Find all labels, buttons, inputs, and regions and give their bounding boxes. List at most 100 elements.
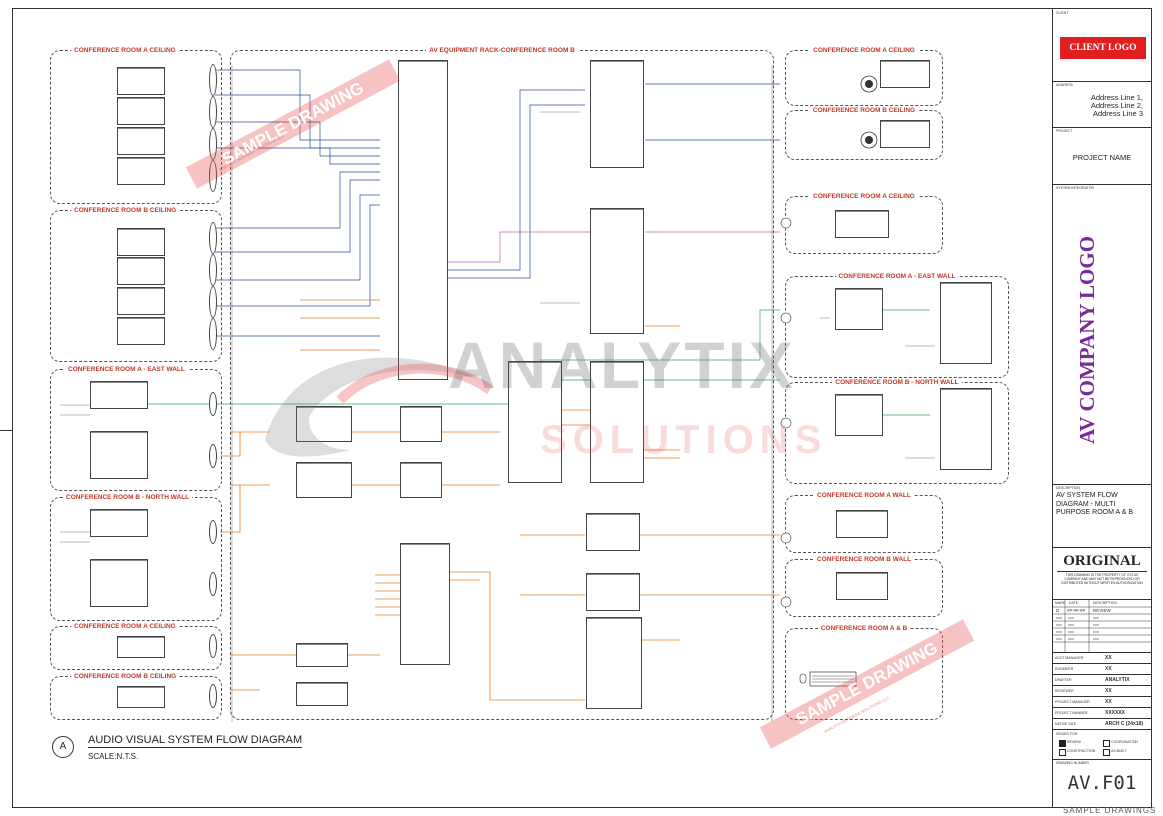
ceiling-mic-block — [117, 317, 165, 345]
zone-cra-ceiling: CONFERENCE ROOM A CEILING — [50, 47, 222, 204]
project-label: PROJECT — [1056, 129, 1073, 133]
rev-grid — [1053, 600, 1151, 652]
rev-cell: ##-##-## — [1067, 608, 1086, 613]
issued-option-label: AS BUILT — [1111, 749, 1127, 753]
diagram-marker-text: A — [59, 741, 67, 752]
jack-icon — [780, 217, 792, 229]
zone-label: CONFERENCE ROOM A CEILING — [786, 191, 942, 202]
hdbt-transmitter-block — [90, 509, 148, 537]
zone-crb-wall-panel: CONFERENCE ROOM B WALL — [785, 556, 943, 617]
issued-option-label: COORDINATION — [1111, 740, 1138, 744]
zone-label: CONFERENCE ROOM A CEILING — [51, 621, 221, 632]
display-block — [940, 388, 992, 470]
wallplate-block — [90, 431, 148, 479]
field-value: XX — [1105, 699, 1112, 705]
ceiling-mic-block — [117, 97, 165, 125]
speaker-icon — [865, 136, 873, 144]
checkbox-icon — [1103, 749, 1110, 756]
checkbox-checked-icon — [1059, 740, 1066, 747]
hdbt-receiver-block — [296, 462, 352, 498]
checkbox-icon — [1059, 749, 1066, 756]
wall-jack — [209, 392, 217, 416]
rev-header: DESCRIPTION — [1093, 601, 1117, 605]
logo-sub-text: SOLUTIONS — [540, 418, 828, 462]
wall-jack — [209, 318, 217, 350]
divider — [1053, 184, 1151, 185]
ceiling-mic-block — [117, 228, 165, 256]
system-integrator-label: SYSTEM INTEGRATOR — [1056, 186, 1094, 190]
access-point-block — [117, 636, 165, 658]
zone-label: CONFERENCE ROOM A CEILING — [51, 45, 221, 56]
wall-jack — [209, 286, 217, 318]
zone-crb-north-wall-display: CONFERENCE ROOM B - NORTH WALL — [785, 379, 1009, 484]
zone-cra-ceiling-speakers: CONFERENCE ROOM A CEILING — [785, 47, 943, 106]
zone-cra-wall-panel: CONFERENCE ROOM A WALL — [785, 492, 943, 553]
address-line: Address Line 2, — [1090, 101, 1143, 110]
dsp-processor-block — [398, 60, 448, 380]
zone-label: CONFERENCE ROOM B CEILING — [51, 671, 221, 682]
stamp-note: THIS DRAWING IS THE PROPERTY OF XYZ AV C… — [1061, 573, 1143, 586]
zone-label: CONFERENCE ROOM A WALL — [786, 490, 942, 501]
field-label: NATIVE SIZE — [1055, 722, 1077, 726]
client-logo: CLIENT LOGO — [1060, 37, 1146, 59]
wall-jack — [209, 128, 217, 160]
wall-jack — [209, 634, 217, 658]
zone-label: CONFERENCE ROOM A - EAST WALL — [786, 271, 1008, 282]
power-supply-block — [586, 513, 640, 551]
title-block: CLIENT CLIENT LOGO ADDRESS Address Line … — [1052, 8, 1152, 808]
diagram-marker: A — [52, 736, 74, 758]
ceiling-speaker-block — [880, 60, 930, 88]
divider — [1053, 81, 1151, 82]
wall-jack — [209, 222, 217, 254]
zone-label: CONFERENCE ROOM B - NORTH WALL — [51, 492, 221, 503]
company-logo-watermark — [265, 357, 493, 457]
logo-main-text: ANALYTIX — [448, 328, 796, 402]
zone-crab-wireless: CONFERENCE ROOM A & B — [785, 625, 943, 720]
zone-cra-ceiling-2: CONFERENCE ROOM A CEILING — [50, 623, 222, 670]
field-value: ANALYTIX — [1105, 677, 1130, 683]
zone-equipment-rack: AV EQUIPMENT RACK-CONFERENCE ROOM B — [230, 47, 774, 720]
power-conditioner-block — [586, 617, 642, 709]
drawing-number: AV.F01 — [1067, 772, 1137, 794]
rev-cell: D — [1056, 608, 1060, 613]
wireless-receiver-block — [296, 643, 348, 667]
address-line: Address Line 3 — [1092, 109, 1143, 118]
jack-icon — [780, 417, 792, 429]
wall-jack — [209, 572, 217, 596]
network-switch-block — [400, 543, 450, 665]
logo-swoosh — [265, 357, 480, 457]
field-label: ACCT MANAGER — [1055, 656, 1084, 660]
diagram-title: AUDIO VISUAL SYSTEM FLOW DIAGRAM — [88, 734, 303, 748]
project-name: PROJECT NAME — [1072, 153, 1132, 162]
zone-label: CONFERENCE ROOM B CEILING — [786, 105, 942, 116]
right-zone-symbols — [780, 75, 878, 687]
issued-option-coordination: COORDINATION — [1103, 739, 1149, 747]
zone-crb-ceiling: CONFERENCE ROOM B CEILING — [50, 207, 222, 362]
access-point-block — [117, 686, 165, 708]
address-line: Address Line 1, — [1090, 93, 1143, 102]
client-label: CLIENT — [1056, 11, 1069, 15]
speaker-icon — [865, 80, 873, 88]
zone-crb-ceiling-speakers: CONFERENCE ROOM B CEILING — [785, 107, 943, 160]
field-label: PROJECT MANAGER — [1055, 700, 1090, 704]
video-switcher-block — [508, 361, 562, 483]
display-block — [940, 282, 992, 364]
ceiling-speaker-block — [880, 120, 930, 148]
zone-label: CONFERENCE ROOM A - EAST WALL — [51, 364, 221, 375]
mouse-icon — [799, 673, 807, 684]
edge-tick — [0, 430, 12, 431]
zone-cra-east-wall: CONFERENCE ROOM A - EAST WALL — [50, 366, 222, 491]
keyboard-keys — [812, 675, 854, 683]
wall-jack — [209, 254, 217, 286]
zone-label: AV EQUIPMENT RACK-CONFERENCE ROOM B — [231, 45, 773, 56]
zone-crb-ceiling-2: CONFERENCE ROOM B CEILING — [50, 673, 222, 720]
field-label: REVIEWER — [1055, 689, 1074, 693]
zone-label: CONFERENCE ROOM A & B — [786, 623, 942, 634]
original-stamp: ORIGINAL — [1063, 553, 1141, 569]
